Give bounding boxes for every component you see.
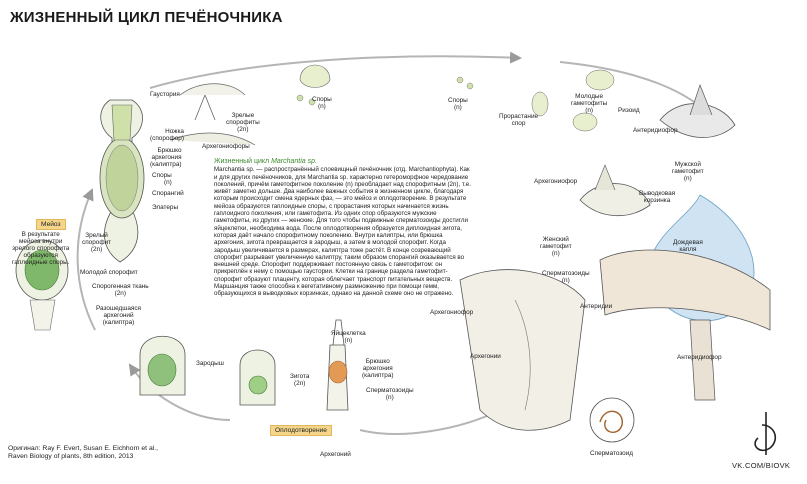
- label-bryushko-bottom: Брюшко архегония (калиптра): [362, 358, 394, 379]
- label-molodye-gametofity: Молодые гаметофиты (n): [571, 93, 608, 114]
- cycle-arrow-top: [149, 51, 522, 89]
- archegonium-drawing: [326, 319, 349, 411]
- label-vyvodkovaya: Выводковая корзинка: [639, 190, 676, 204]
- antheridiophore-section-drawing: [599, 249, 771, 401]
- label-zhenskiy-gametofit: Женский гаметофит (n): [540, 236, 572, 257]
- label-anteridiofor-top: Антеридиофор: [633, 127, 678, 134]
- label-anteridii: Антеридии: [580, 303, 613, 310]
- label-elatery: Элатеры: [152, 204, 179, 211]
- label-spermatozoidy-bottom: Сперматозоиды (n): [366, 387, 414, 401]
- page-title: ЖИЗНЕННЫЙ ЦИКЛ ПЕЧЁНОЧНИКА: [10, 9, 283, 26]
- label-spory-top2: Споры (n): [448, 97, 468, 111]
- archegoniophore-section-drawing: [459, 269, 586, 431]
- description-body: Marchantia sp. — распространённый слоеви…: [214, 166, 471, 298]
- label-arkhegoniofor-bottom: Архегониофор: [430, 309, 474, 316]
- label-anteridiofor-bottom: Антеридиофор: [677, 354, 722, 361]
- vk-logo-icon: [754, 412, 777, 455]
- label-gaustoria: Гаустория: [150, 91, 180, 98]
- label-zrelye-sporofity: Зрелые спорофиты (2n): [226, 112, 260, 133]
- source-credit: Оригинал: Ray F. Evert, Susan E. Eichhor…: [8, 445, 159, 460]
- brand-link[interactable]: VK.COM/BIOVK: [732, 461, 791, 470]
- label-nozhka: Ножка (спорофор): [150, 128, 184, 142]
- description-heading: Жизненный цикл Marchantia sp.: [214, 158, 472, 165]
- cycle-arrow-left: [76, 188, 96, 331]
- young-sporophyte-drawing: [15, 239, 69, 331]
- cycle-arrow-bottom: [359, 409, 502, 435]
- label-spermatozoidy-right: Сперматозоиды (n): [542, 270, 590, 284]
- label-spermatozoid-bottom: Сперматозоид: [590, 450, 634, 457]
- label-sporogennaya: Спорогенная ткань (2n): [92, 283, 149, 297]
- label-meioz-note: В результате мейоза внутри зрелого споро…: [12, 231, 70, 266]
- label-arkhegoniofor-mid: Архегониофор: [534, 178, 578, 185]
- female-gametophyte-drawing: [579, 164, 651, 217]
- label-zarodysh: Зародыш: [196, 360, 224, 367]
- label-rizoid: Ризоид: [618, 107, 640, 114]
- label-zrelyy-sporofit: Зрелый спорофит (2n): [82, 232, 112, 253]
- meioz-tag: Мейоз: [36, 219, 66, 230]
- mature-sporophyte-drawing: [99, 99, 145, 263]
- embryo-drawing: [139, 335, 186, 396]
- cycle-arrow-bottomleft: [128, 363, 231, 421]
- oplodotvorenie-tag: Оплодотворение: [270, 425, 332, 436]
- description-heading-species: Marchantia sp.: [271, 158, 317, 165]
- label-sporangiy: Спорангий: [152, 190, 184, 197]
- label-zigota: Зигота (2n): [290, 373, 310, 387]
- label-molodoy-sporofit: Молодой спорофит: [80, 269, 138, 276]
- label-dozhdevaya: Дождевая капля: [673, 239, 703, 253]
- label-spory-top1: Споры (n): [312, 96, 332, 110]
- label-razoshedshayasya: Разошедшаяся архегоний (калиптра): [96, 305, 142, 326]
- label-arkhegonii: Архегонии: [470, 353, 501, 360]
- label-bryushko-top: Брюшко архегония (калиптра): [150, 147, 182, 168]
- label-spory-left: Споры (n): [152, 172, 172, 186]
- label-yaytsekletka: Яйцеклетка (n): [331, 330, 366, 344]
- spores-drawing: [296, 64, 615, 132]
- archegoniophores-drawing: [169, 83, 256, 146]
- zygote-drawing: [239, 349, 276, 406]
- description-heading-prefix: Жизненный цикл: [214, 158, 272, 165]
- label-arkhegoniofory: Архегониофоры: [202, 143, 250, 150]
- male-gametophyte-drawing: [659, 83, 736, 138]
- label-arkhegoniy-bottom: Архегоний: [320, 451, 351, 458]
- label-muzhskoy-gametofit: Мужской гаметофит (n): [672, 161, 704, 182]
- label-prorastanie: Прорастание спор: [499, 113, 539, 127]
- spermatozoid-inset-drawing: [589, 397, 635, 443]
- description-block: Жизненный цикл Marchantia sp. Marchantia…: [214, 158, 472, 298]
